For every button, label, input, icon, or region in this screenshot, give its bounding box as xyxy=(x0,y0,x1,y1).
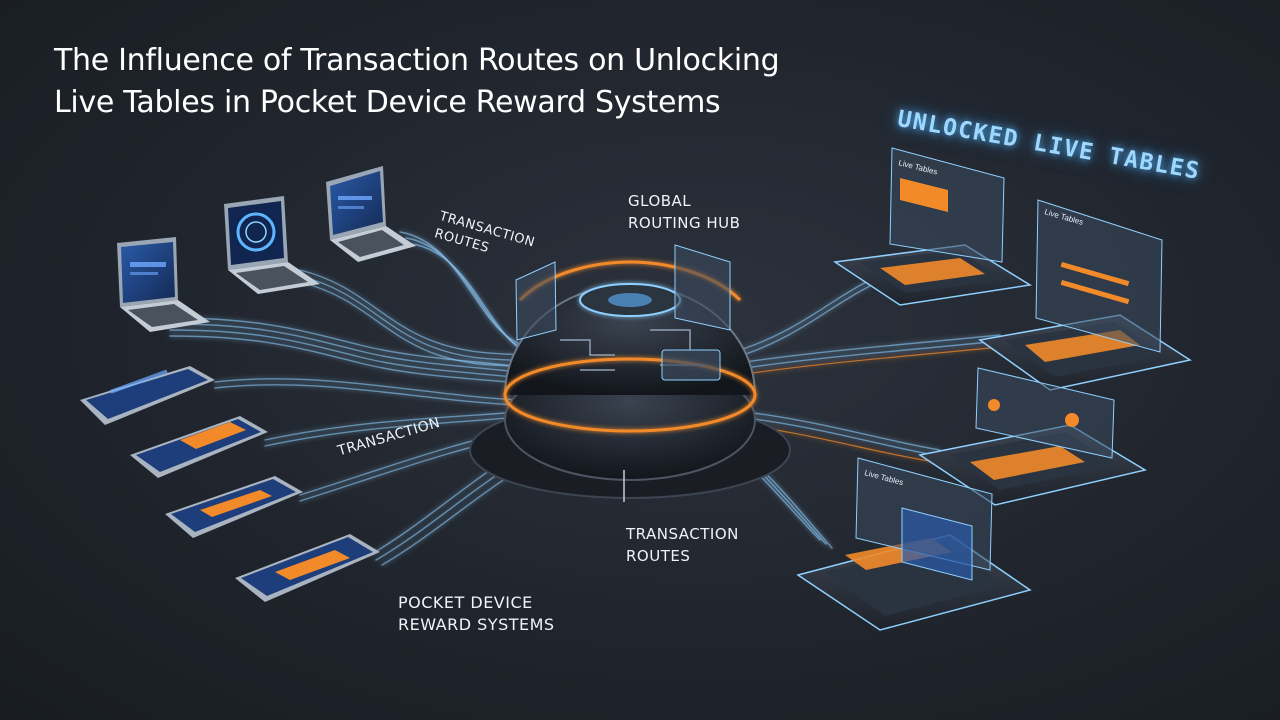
live-table-station-4: Live Tables xyxy=(796,457,1032,631)
live-table-station-3 xyxy=(918,367,1147,506)
live-table-station-2: Live Tables xyxy=(978,199,1192,391)
hub-label-line-1: Global xyxy=(628,192,692,210)
pocket-device-reward-systems-label: Pocket Device Reward Systems xyxy=(398,592,555,636)
routes-bottom-line-2: Routes xyxy=(626,547,691,565)
route-bundle-phones xyxy=(214,378,553,566)
title-line-1: The Influence of Transaction Routes on U… xyxy=(54,43,780,78)
global-routing-hub-label: Global Routing Hub xyxy=(628,190,740,234)
laptop-device-1 xyxy=(117,237,210,332)
global-routing-hub xyxy=(469,244,791,502)
routes-bottom-line-1: Transaction xyxy=(626,525,739,543)
transaction-routes xyxy=(169,231,1001,566)
phone-device-4 xyxy=(235,534,380,602)
title-line-2: Live Tables in Pocket Device Reward Syst… xyxy=(54,85,721,120)
pocket-label-line-2: Reward Systems xyxy=(398,615,555,634)
laptop-device-3 xyxy=(326,166,416,262)
diagram-title: The Influence of Transaction Routes on U… xyxy=(54,40,780,124)
laptop-device-2 xyxy=(224,196,320,294)
phone-device-3 xyxy=(165,476,303,538)
transaction-routes-label-bottom: Transaction Routes xyxy=(626,523,739,567)
phone-device-1 xyxy=(80,366,215,425)
pocket-label-line-1: Pocket Device xyxy=(398,593,533,612)
phone-device-2 xyxy=(130,416,268,478)
live-table-station-1: Live Tables xyxy=(832,147,1033,306)
route-bundle-laptop-1 xyxy=(169,317,561,388)
hub-label-line-2: Routing Hub xyxy=(628,214,741,232)
